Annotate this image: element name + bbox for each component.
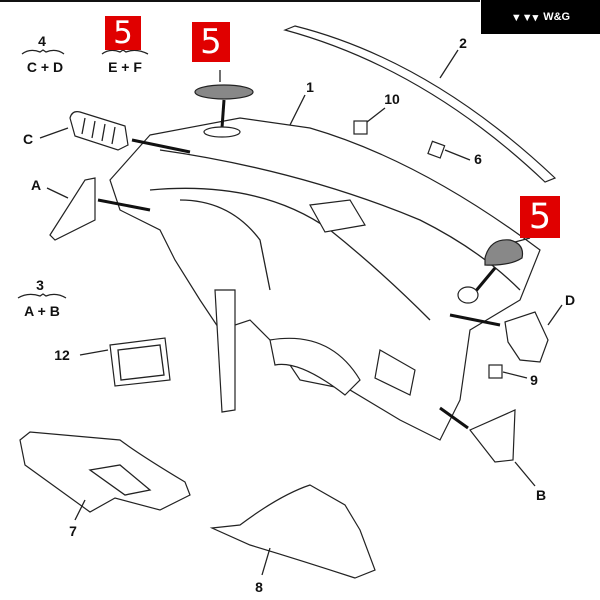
logo-mark-icon: ▼▼▾ (510, 11, 539, 24)
logo-text: W&G (543, 11, 571, 23)
part-9-clip (488, 364, 503, 379)
badge-5-top-cover: 5 (192, 22, 230, 62)
group-4-parts: C + D (27, 59, 63, 75)
leader (449, 313, 501, 327)
callout-7: 7 (69, 523, 77, 539)
part-5-cover-right (484, 239, 524, 266)
brace-3 (17, 293, 67, 299)
glovebox-opening (374, 349, 416, 396)
group-3-parts: A + B (24, 303, 60, 319)
callout-9: 9 (530, 372, 538, 388)
part-D-vent (504, 311, 549, 363)
callout-8: 8 (255, 579, 263, 595)
vent-slats (81, 117, 116, 145)
callout-12: 12 (54, 347, 70, 363)
part-A-panel (49, 177, 96, 241)
part-10-clip (353, 120, 368, 135)
leader (131, 138, 191, 154)
callout-1: 1 (306, 79, 314, 95)
gauge-hood (179, 199, 271, 291)
leader (439, 406, 469, 430)
support-frame (214, 289, 236, 413)
callout-B: B (536, 487, 546, 503)
callout-A: A (31, 177, 41, 193)
cover-seat (457, 286, 479, 304)
callout-C: C (23, 131, 33, 147)
module-face (117, 344, 165, 381)
brace-4 (21, 49, 65, 55)
group-5-parts: E + F (108, 59, 142, 75)
callout-2: 2 (459, 35, 467, 51)
brand-logo: ▼▼▾ W&G (481, 0, 600, 34)
part-6-clip (427, 140, 446, 159)
part-C-vent (69, 111, 129, 151)
part-7-lower-trim (19, 431, 191, 513)
leader (97, 198, 151, 212)
badge-5-right-cover: 5 (520, 196, 560, 238)
part-2-trim-strip (283, 25, 557, 183)
trim-cutout (88, 464, 152, 496)
callout-D: D (565, 292, 575, 308)
group-4-number: 4 (38, 33, 46, 49)
console-side (269, 337, 361, 396)
callout-leaders (39, 49, 563, 576)
cover-seat (203, 126, 241, 138)
part-8-lower-trim (209, 484, 376, 579)
part-12-module (109, 337, 171, 387)
center-vent (309, 199, 366, 233)
callout-6: 6 (474, 151, 482, 167)
callout-10: 10 (384, 91, 400, 107)
part-5-cover-top (194, 84, 254, 100)
leader (220, 99, 226, 129)
group-3-number: 3 (36, 277, 44, 293)
part-B-panel (469, 409, 516, 463)
brace-5 (101, 49, 149, 55)
badge-5-group: 5 (105, 16, 141, 50)
